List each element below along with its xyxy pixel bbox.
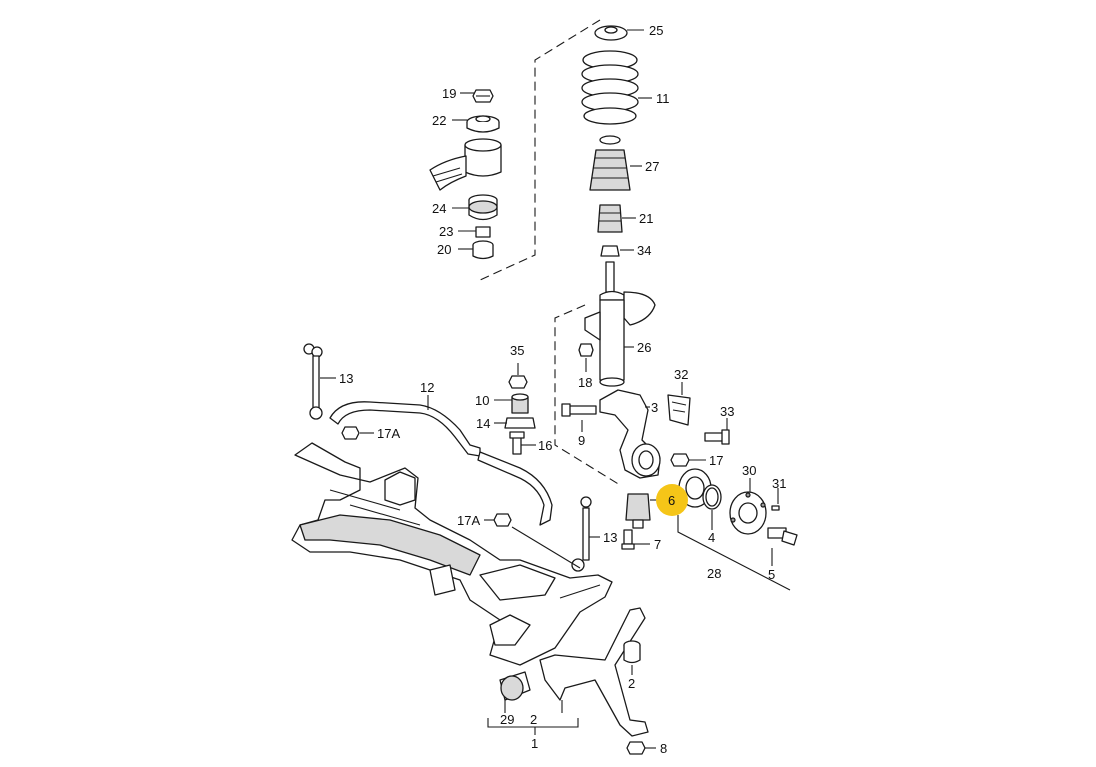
clamp-stack xyxy=(504,343,594,455)
callout-19[interactable]: 19 xyxy=(442,86,456,101)
callout-1[interactable]: 1 xyxy=(531,736,538,751)
circlip-4 xyxy=(702,484,722,510)
strut-mount-group xyxy=(429,19,601,281)
washer-22 xyxy=(466,115,500,133)
subframe xyxy=(291,442,613,666)
callout-17A-left[interactable]: 17A xyxy=(377,426,400,441)
callout-9[interactable]: 9 xyxy=(578,433,585,448)
cap-34 xyxy=(600,245,620,257)
callout-23[interactable]: 23 xyxy=(439,224,453,239)
callout-5[interactable]: 5 xyxy=(768,567,775,582)
callout-12[interactable]: 12 xyxy=(420,380,434,395)
callout-labels: 25 11 27 21 34 26 19 22 24 23 20 35 18 1… xyxy=(339,23,786,756)
nut-23 xyxy=(475,226,491,238)
callout-25[interactable]: 25 xyxy=(649,23,663,38)
ball-joint-6 xyxy=(625,493,651,529)
callout-2-bracket[interactable]: 2 xyxy=(530,712,537,727)
callout-11[interactable]: 11 xyxy=(656,91,670,106)
nut-17A-right xyxy=(493,513,512,527)
strut-mount-bearing xyxy=(429,138,502,191)
callout-26[interactable]: 26 xyxy=(637,340,651,355)
hub-bolt-5 xyxy=(767,527,798,546)
callout-21[interactable]: 21 xyxy=(639,211,653,226)
callout-17A-right[interactable]: 17A xyxy=(457,513,480,528)
coil-spring-11 xyxy=(581,50,639,125)
spring-damper-column xyxy=(554,25,656,486)
steering-knuckle-3 xyxy=(561,389,730,550)
bolt-9 xyxy=(561,403,597,417)
bushing-29 xyxy=(499,671,531,701)
bolt-31 xyxy=(771,505,780,511)
callout-24[interactable]: 24 xyxy=(432,201,446,216)
callout-3[interactable]: 3 xyxy=(651,400,658,415)
callout-13-upper[interactable]: 13 xyxy=(339,371,353,386)
gaiter-27 xyxy=(589,135,631,191)
bump-stop-24 xyxy=(468,194,498,221)
callout-30[interactable]: 30 xyxy=(742,463,756,478)
shock-absorber-26 xyxy=(584,261,656,387)
drop-link-13-left xyxy=(303,343,323,420)
callout-34[interactable]: 34 xyxy=(637,243,651,258)
callout-10[interactable]: 10 xyxy=(475,393,489,408)
leader-lines xyxy=(320,29,791,749)
splash-shield-32 xyxy=(667,394,691,426)
callout-31[interactable]: 31 xyxy=(772,476,786,491)
callout-29[interactable]: 29 xyxy=(500,712,514,727)
ball-joint-arm xyxy=(623,640,641,664)
callout-27[interactable]: 27 xyxy=(645,159,659,174)
nut-17A-left xyxy=(341,426,360,440)
drop-link-13-right xyxy=(571,496,592,572)
bolt-33 xyxy=(704,429,730,445)
clamp-14 xyxy=(504,417,536,429)
callout-32[interactable]: 32 xyxy=(674,367,688,382)
bushing-20 xyxy=(472,240,494,260)
callout-6[interactable]: 6 xyxy=(668,493,675,508)
lower-control-arm xyxy=(499,607,649,755)
callout-7[interactable]: 7 xyxy=(654,537,661,552)
nut-19 xyxy=(472,89,494,103)
callout-2-arm[interactable]: 2 xyxy=(628,676,635,691)
callout-17[interactable]: 17 xyxy=(709,453,723,468)
callout-20[interactable]: 20 xyxy=(437,242,451,257)
callout-18[interactable]: 18 xyxy=(578,375,592,390)
nut-35 xyxy=(508,375,528,389)
callout-33[interactable]: 33 xyxy=(720,404,734,419)
callout-14[interactable]: 14 xyxy=(476,416,490,431)
bolt-17 xyxy=(670,453,690,467)
bump-stop-21 xyxy=(597,204,623,233)
highlight-marker[interactable] xyxy=(656,484,688,516)
nut-8 xyxy=(626,741,646,755)
callout-28[interactable]: 28 xyxy=(707,566,721,581)
callout-22[interactable]: 22 xyxy=(432,113,446,128)
callout-35[interactable]: 35 xyxy=(510,343,524,358)
callout-16[interactable]: 16 xyxy=(538,438,552,453)
spring-seat-25 xyxy=(594,25,628,41)
wheel-hub-30 xyxy=(729,491,767,535)
bolt-18 xyxy=(578,343,594,357)
bolt-7 xyxy=(621,529,635,550)
bushing-10 xyxy=(511,393,529,414)
callout-13-lower[interactable]: 13 xyxy=(603,530,617,545)
bolt-16 xyxy=(509,431,525,455)
callout-4[interactable]: 4 xyxy=(708,530,715,545)
callout-8[interactable]: 8 xyxy=(660,741,667,756)
